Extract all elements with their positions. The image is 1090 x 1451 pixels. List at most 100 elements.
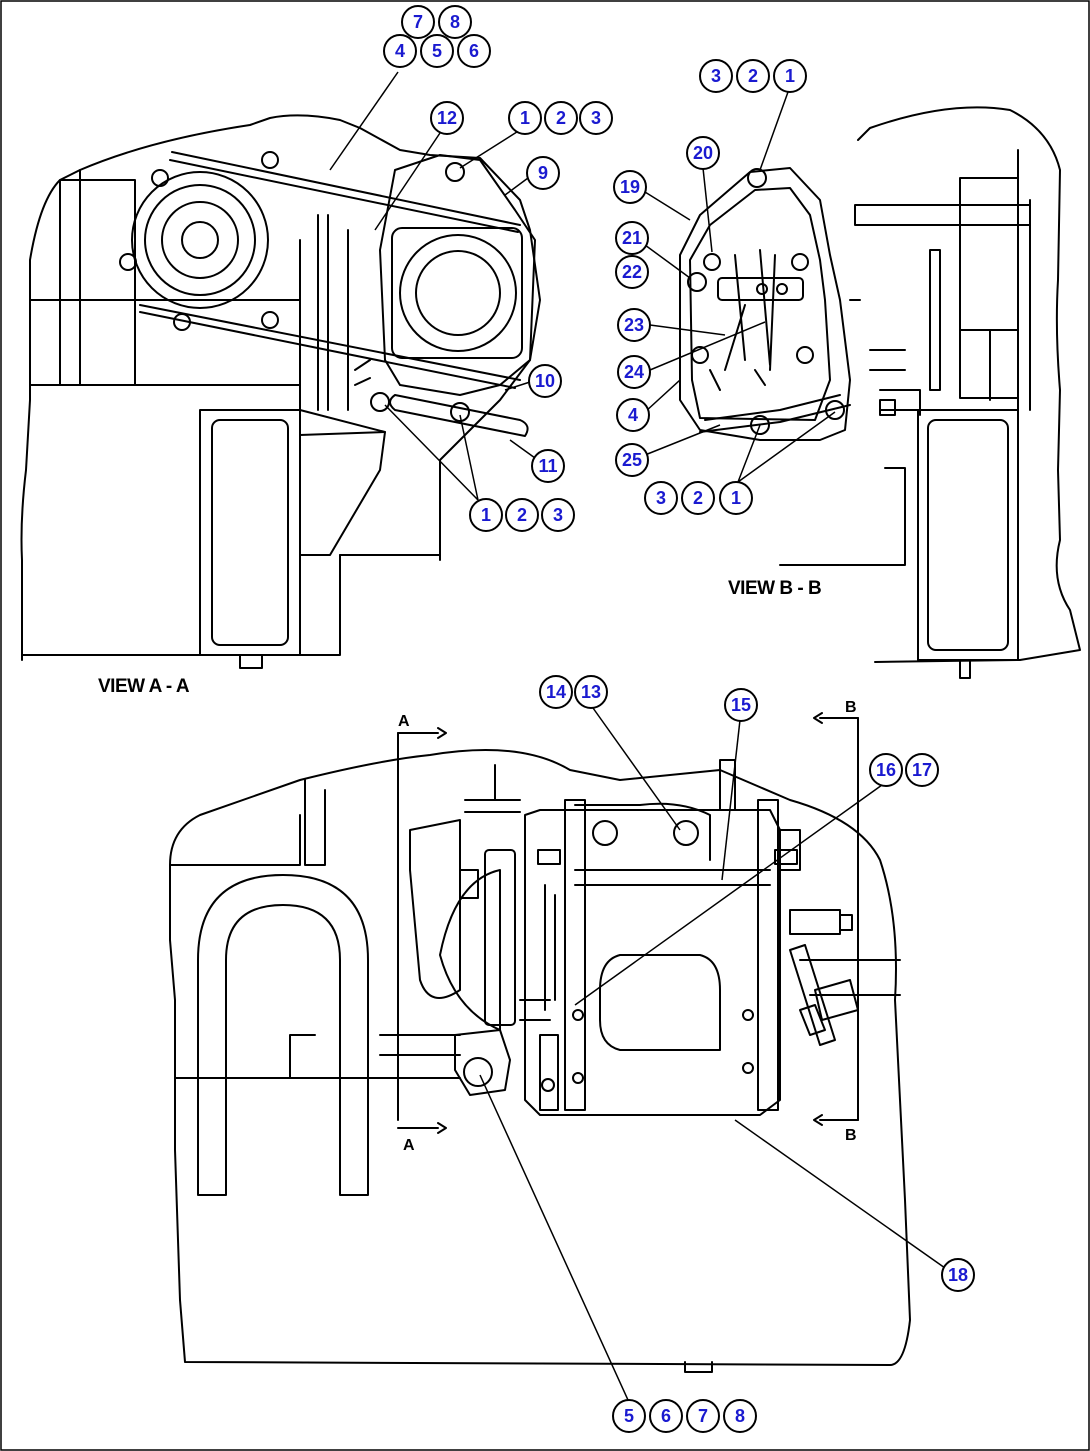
compressor-main <box>524 809 781 1116</box>
svg-text:21: 21 <box>622 228 642 248</box>
callout-balloon: 2 <box>544 101 578 135</box>
callout-balloon: 14 <box>539 675 573 709</box>
callout-balloon: 5 <box>420 34 454 68</box>
callout-balloon: 4 <box>383 34 417 68</box>
callout-balloon: 4 <box>616 398 650 432</box>
callout-balloon: 2 <box>736 59 770 93</box>
rear-bracket <box>757 799 779 1111</box>
callout-balloon: 5 <box>612 1399 646 1433</box>
svg-text:17: 17 <box>912 760 932 780</box>
compressor-pulley <box>484 849 516 1026</box>
callout-balloon: 10 <box>528 364 562 398</box>
svg-text:8: 8 <box>735 1406 745 1426</box>
svg-text:4: 4 <box>628 405 638 425</box>
callout-balloon: 11 <box>531 449 565 483</box>
callout-balloon: 1 <box>773 59 807 93</box>
callout-balloon: 7 <box>686 1399 720 1433</box>
callout-balloon: 6 <box>649 1399 683 1433</box>
svg-text:22: 22 <box>622 262 642 282</box>
callout-balloon: 21 <box>615 221 649 255</box>
callout-balloon: 17 <box>905 753 939 787</box>
svg-text:16: 16 <box>876 760 896 780</box>
callout-balloon: 3 <box>699 59 733 93</box>
svg-text:19: 19 <box>620 177 640 197</box>
callout-balloon: 22 <box>615 255 649 289</box>
svg-text:1: 1 <box>731 488 741 508</box>
callout-balloon: 25 <box>615 443 649 477</box>
svg-text:2: 2 <box>748 66 758 86</box>
view-b-label: VIEW B - B <box>728 578 821 599</box>
callout-balloon: 8 <box>438 5 472 39</box>
callout-balloon: 16 <box>869 753 903 787</box>
callout-balloon: 2 <box>681 481 715 515</box>
callout-balloon: 12 <box>430 101 464 135</box>
svg-text:1: 1 <box>785 66 795 86</box>
section-a-top: A <box>398 713 410 730</box>
callout-balloon: 1 <box>469 498 503 532</box>
callout-balloon: 20 <box>686 136 720 170</box>
svg-text:9: 9 <box>538 163 548 183</box>
view-b-drawing <box>644 91 1081 679</box>
front-bracket <box>564 799 586 1111</box>
svg-text:6: 6 <box>469 41 479 61</box>
svg-text:3: 3 <box>591 108 601 128</box>
callout-balloon: 3 <box>541 498 575 532</box>
callout-balloon: 3 <box>579 101 613 135</box>
crank-pulley <box>131 171 269 309</box>
svg-text:1: 1 <box>481 505 491 525</box>
svg-text:15: 15 <box>731 695 751 715</box>
svg-text:1: 1 <box>520 108 530 128</box>
frame-rail <box>199 409 301 656</box>
svg-text:25: 25 <box>622 450 642 470</box>
svg-text:5: 5 <box>624 1406 634 1426</box>
frame-rail-b <box>917 409 1019 661</box>
callout-balloon: 13 <box>574 675 608 709</box>
section-a-bottom: A <box>403 1137 415 1154</box>
svg-text:6: 6 <box>661 1406 671 1426</box>
pivot-bracket <box>454 1029 511 1096</box>
svg-text:20: 20 <box>693 143 713 163</box>
callout-balloon: 1 <box>508 101 542 135</box>
callout-balloon: 3 <box>644 481 678 515</box>
callout-balloon: 15 <box>724 688 758 722</box>
view-a-drawing <box>20 71 541 669</box>
svg-text:18: 18 <box>948 1265 968 1285</box>
svg-text:7: 7 <box>698 1406 708 1426</box>
callout-balloon: 7 <box>401 5 435 39</box>
svg-text:3: 3 <box>711 66 721 86</box>
svg-text:11: 11 <box>538 456 557 476</box>
callout-balloon: 24 <box>617 355 651 389</box>
svg-text:8: 8 <box>450 12 460 32</box>
callout-balloon: 6 <box>457 34 491 68</box>
svg-text:14: 14 <box>546 682 566 702</box>
adjusting-bracket <box>389 394 529 437</box>
callout-balloon: 2 <box>505 498 539 532</box>
section-b-bottom: B <box>845 1127 857 1144</box>
main-view-drawing <box>169 707 946 1401</box>
section-b-top: B <box>845 699 857 716</box>
svg-text:3: 3 <box>656 488 666 508</box>
svg-text:3: 3 <box>553 505 563 525</box>
svg-text:2: 2 <box>517 505 527 525</box>
svg-text:5: 5 <box>432 41 442 61</box>
svg-text:13: 13 <box>581 682 601 702</box>
callout-balloon: 19 <box>613 170 647 204</box>
svg-text:23: 23 <box>624 315 644 335</box>
hose-loop <box>197 874 369 1196</box>
svg-text:4: 4 <box>395 41 405 61</box>
svg-text:2: 2 <box>693 488 703 508</box>
callout-balloon: 8 <box>723 1399 757 1433</box>
svg-text:10: 10 <box>535 371 555 391</box>
callout-balloon: 1 <box>719 481 753 515</box>
compressor-drum <box>599 954 721 1051</box>
svg-text:24: 24 <box>624 362 644 382</box>
svg-text:7: 7 <box>413 12 423 32</box>
svg-text:2: 2 <box>556 108 566 128</box>
svg-text:12: 12 <box>437 108 457 128</box>
callout-balloon: 9 <box>526 156 560 190</box>
view-a-label: VIEW A - A <box>98 676 190 697</box>
callout-balloon: 18 <box>941 1258 975 1292</box>
